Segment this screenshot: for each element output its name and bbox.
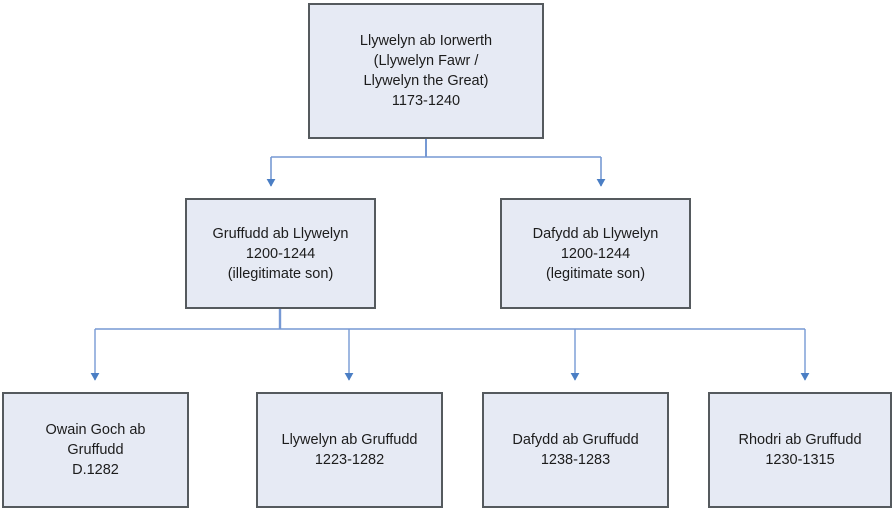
node-owain-goch-ab-gruffudd[interactable]: Owain Goch ab Gruffudd D.1282 (2, 392, 189, 508)
node-dafydd-ab-llywelyn[interactable]: Dafydd ab Llywelyn 1200-1244 (legitimate… (500, 198, 691, 309)
node-llywelyn-ab-gruffudd[interactable]: Llywelyn ab Gruffudd 1223-1282 (256, 392, 443, 508)
node-label: Gruffudd ab Llywelyn 1200-1244 (illegiti… (212, 225, 349, 282)
node-dafydd-ab-gruffudd[interactable]: Dafydd ab Gruffudd 1238-1283 (482, 392, 669, 508)
node-gruffudd-ab-llywelyn[interactable]: Gruffudd ab Llywelyn 1200-1244 (illegiti… (185, 198, 376, 309)
node-label: Llywelyn ab Gruffudd 1223-1282 (281, 432, 418, 468)
node-llywelyn-ab-iorwerth[interactable]: Llywelyn ab Iorwerth (Llywelyn Fawr / Ll… (308, 3, 544, 139)
node-label: Owain Goch ab Gruffudd D.1282 (45, 422, 146, 478)
node-label: Llywelyn ab Iorwerth (Llywelyn Fawr / Ll… (359, 33, 493, 109)
node-label: Dafydd ab Gruffudd 1238-1283 (512, 432, 639, 468)
node-label: Dafydd ab Llywelyn 1200-1244 (legitimate… (532, 225, 659, 282)
node-label: Rhodri ab Gruffudd 1230-1315 (738, 432, 862, 468)
node-rhodri-ab-gruffudd[interactable]: Rhodri ab Gruffudd 1230-1315 (708, 392, 892, 508)
edge-llywelyn-ab-iorwerth-to-children (266, 139, 606, 187)
edge-gruffudd-ab-llywelyn-to-children (90, 309, 810, 381)
